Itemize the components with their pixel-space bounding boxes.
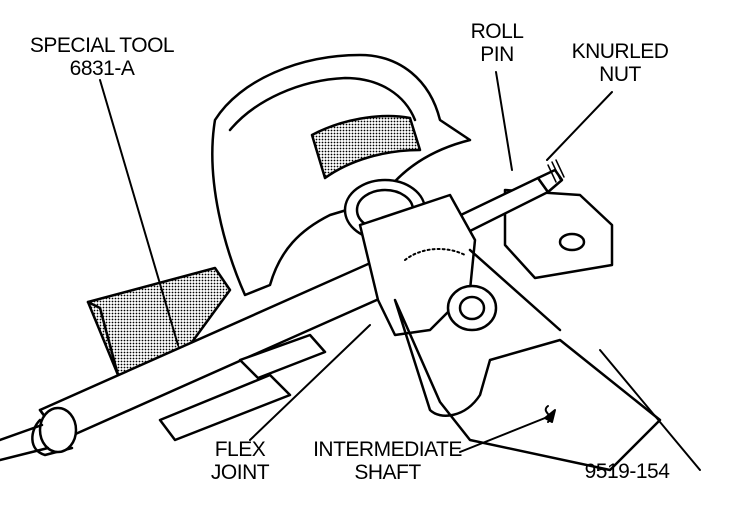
label-intermediate-shaft-line1: INTERMEDIATE [313,438,462,461]
figure-number: 9519-154 [584,460,670,483]
label-knurled-nut-line1: KNURLED [571,40,669,63]
label-flex-joint-line1: FLEX [214,438,266,461]
brake-housing-disc [211,53,472,297]
intermediate-shaft-fork [393,248,662,472]
mounting-bracket [86,266,232,377]
label-knurled-nut: KNURLED NUT [560,40,680,86]
lower-flange [158,333,327,442]
label-roll-pin-line2: PIN [480,43,514,66]
label-roll-pin: ROLL PIN [462,20,532,66]
label-knurled-nut-line2: NUT [599,63,641,86]
label-flex-joint-line2: JOINT [210,461,270,484]
leader-lines [99,71,701,471]
label-intermediate-shaft-line2: SHAFT [354,461,421,484]
label-special-tool: SPECIAL TOOL 6831-A [22,34,182,80]
label-special-tool-line2: 6831-A [69,57,135,80]
label-roll-pin-line1: ROLL [470,20,524,43]
label-intermediate-shaft: INTERMEDIATE SHAFT [305,438,470,484]
label-special-tool-line1: SPECIAL TOOL [29,34,175,57]
label-flex-joint: FLEX JOINT [195,438,285,484]
mounting-plate [503,188,614,280]
